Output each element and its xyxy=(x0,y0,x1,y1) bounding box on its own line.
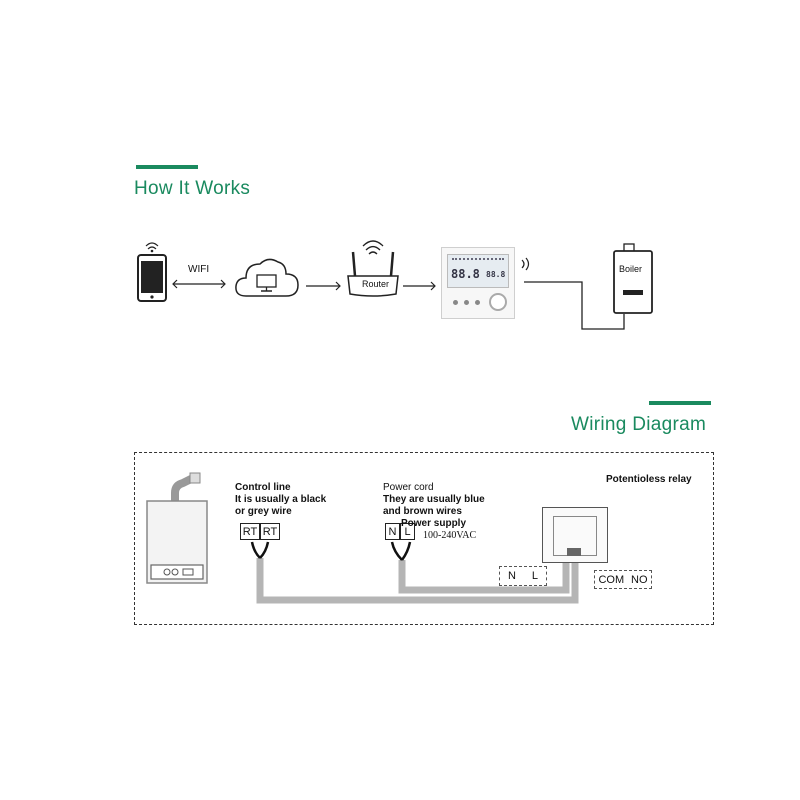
control-line-title: Control line xyxy=(235,482,291,493)
thermostat-knob xyxy=(489,293,507,311)
power-l-terminal: L xyxy=(400,523,415,540)
how-it-works-accent-bar xyxy=(136,165,198,169)
rt-terminal-2: RT xyxy=(260,523,280,540)
thermostat-status-icons xyxy=(452,258,504,265)
thermostat-n-label: N xyxy=(507,570,516,582)
thermostat-nl-terminals: N L xyxy=(499,566,547,586)
power-supply-label: Power supply xyxy=(401,518,467,529)
thermostat-main-temp: 88.8 xyxy=(451,267,480,281)
smartphone-icon xyxy=(137,240,167,302)
wiring-diagram-title: Wiring Diagram xyxy=(571,414,707,435)
rt-terminal-1: RT xyxy=(240,523,260,540)
wiring-cables xyxy=(230,530,590,610)
thermostat-button-1 xyxy=(453,300,458,305)
potentioless-relay-label: Potentioless relay xyxy=(606,474,692,485)
power-cord-title: Power cord xyxy=(383,482,434,493)
voltage-label: 100-240VAC xyxy=(423,530,477,541)
wifi-label: WIFI xyxy=(188,264,210,275)
power-cord-desc-1: They are usually blue xyxy=(383,494,485,505)
power-n-terminal: N xyxy=(385,523,400,540)
control-line-desc-1: It is usually a black xyxy=(235,494,327,505)
relay-no-label: NO xyxy=(631,573,648,586)
thermostat-device: 88.8 88.8 xyxy=(441,247,515,319)
thermostat-button-2 xyxy=(464,300,469,305)
thermostat-button-3 xyxy=(475,300,480,305)
arrow-to-thermostat xyxy=(403,278,437,291)
thermostat-small-temp: 88.8 xyxy=(486,270,506,279)
boiler-unit-icon xyxy=(145,472,211,585)
relay-com-label: COM xyxy=(598,573,625,586)
router-icon xyxy=(344,236,402,300)
wiring-accent-bar xyxy=(649,401,711,405)
thermostat-l-label: L xyxy=(531,570,538,582)
wireless-signal-icon xyxy=(520,256,534,272)
control-line-desc-2: or grey wire xyxy=(235,506,292,517)
router-label: Router xyxy=(362,279,390,289)
relay-com-no-terminals: COM NO xyxy=(594,570,652,589)
back-plate-connector xyxy=(567,548,581,556)
thermostat-screen: 88.8 88.8 xyxy=(447,254,509,288)
boiler-connection-wire xyxy=(524,280,626,332)
wiring-diagram-frame xyxy=(134,452,714,625)
wifi-link-arrow xyxy=(171,276,227,289)
how-it-works-title: How It Works xyxy=(134,178,251,199)
thermostat-back-plate xyxy=(542,507,608,563)
cloud-icon xyxy=(234,254,300,298)
boiler-icon xyxy=(612,243,654,315)
power-cord-desc-2: and brown wires xyxy=(383,506,462,517)
arrow-to-router xyxy=(306,278,342,291)
boiler-label: Boiler xyxy=(619,264,643,274)
